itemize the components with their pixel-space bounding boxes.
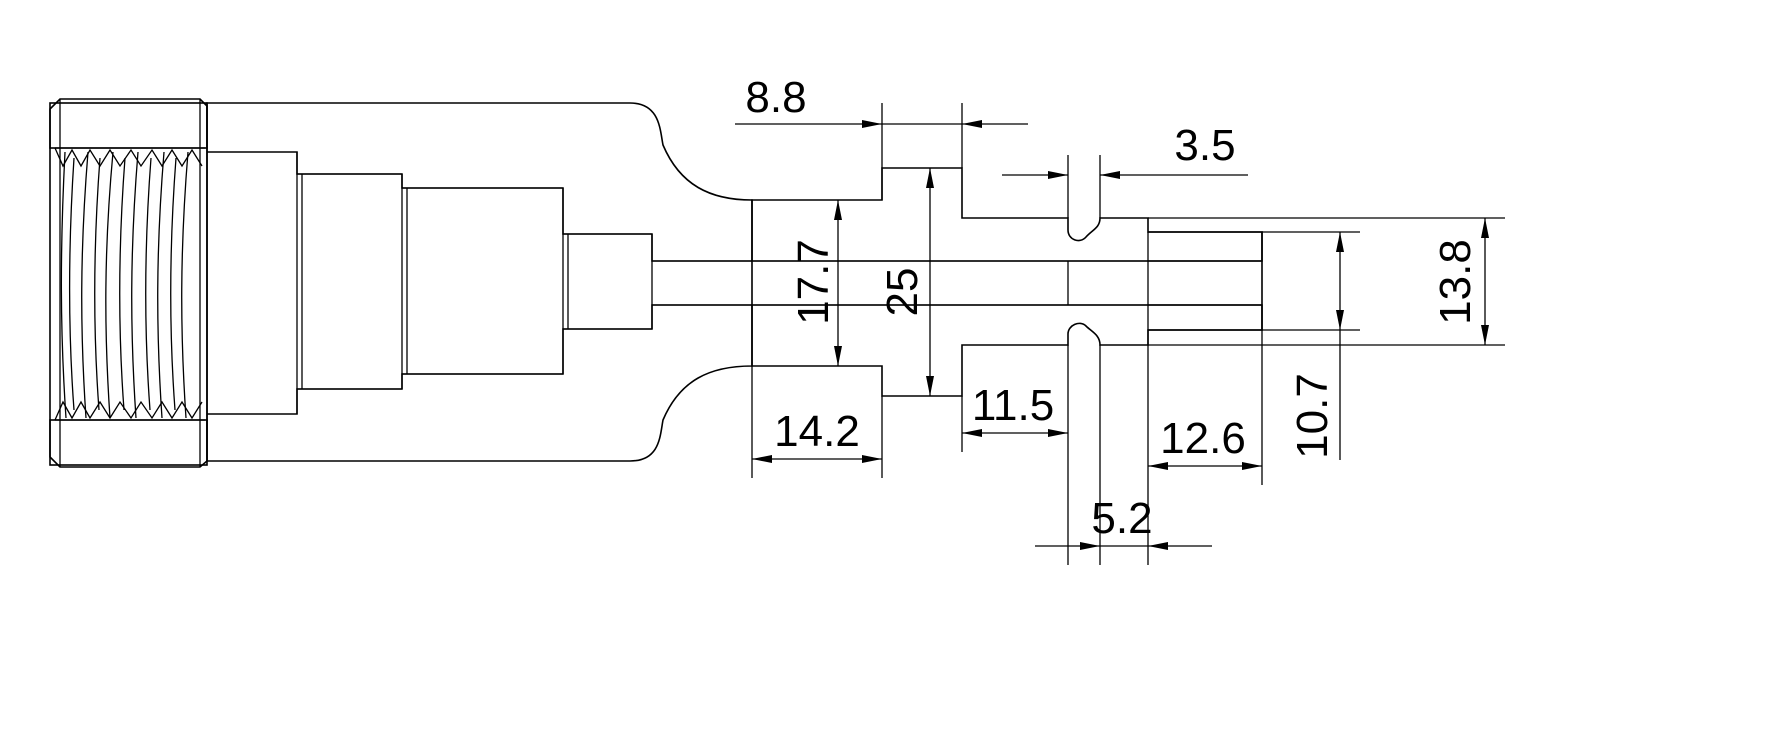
dim-11-5-label: 11.5 xyxy=(972,381,1054,430)
dim-17-7-label: 17.7 xyxy=(789,239,838,325)
thread-section xyxy=(54,147,205,421)
dim-10-7-label: 10.7 xyxy=(1288,373,1337,459)
body-section xyxy=(206,102,753,462)
dim-25-label: 25 xyxy=(878,268,927,317)
nozzle-tip-section xyxy=(652,167,1263,397)
dim-8-8-label: 8.8 xyxy=(745,73,806,122)
dim-14-2-label: 14.2 xyxy=(774,407,860,456)
dim-5-2-label: 5.2 xyxy=(1091,494,1152,543)
dim-13-8-label: 13.8 xyxy=(1431,239,1480,325)
dimension-lines xyxy=(735,103,1505,565)
dim-12-6-label: 12.6 xyxy=(1160,414,1246,463)
dim-3-5-label: 3.5 xyxy=(1174,121,1235,170)
